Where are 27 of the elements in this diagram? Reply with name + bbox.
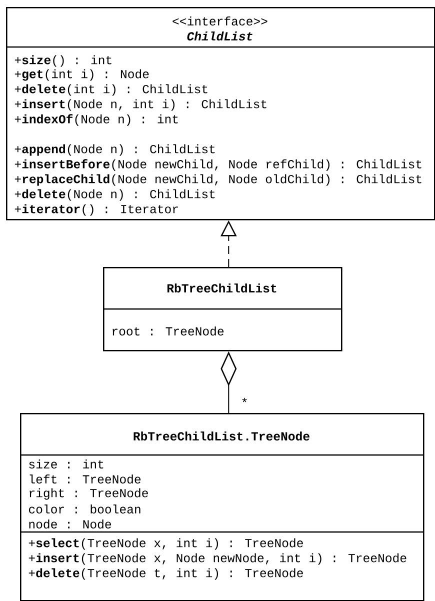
method-text: +indexOf(Node n) : int — [14, 114, 178, 126]
multiplicity-label: * — [238, 396, 250, 409]
method-text: +select(TreeNode x, int i) : TreeNode — [28, 538, 303, 550]
attribute-text: color : boolean — [28, 504, 140, 514]
method-text: +size() : int — [14, 55, 112, 67]
class-box — [103, 267, 342, 352]
method-text: +delete(Node n) : ChildList — [14, 189, 215, 201]
stereotype-label: <<interface>> — [172, 16, 268, 26]
class-name: RbTreeChildList.TreeNode — [134, 432, 310, 441]
class-name: RbTreeChildList — [167, 284, 276, 293]
method-text: +insert(Node n, int i) : ChildList — [14, 99, 266, 111]
method-text: +delete(int i) : ChildList — [14, 84, 208, 96]
method-text: +insert(TreeNode x, Node newNode, int i) : TreeNode — [28, 553, 406, 565]
method-text: +get(int i) : Node — [14, 69, 149, 81]
method-text: +delete(TreeNode t, int i) : TreeNode — [28, 568, 303, 580]
attribute-text: size : int — [29, 459, 104, 469]
class-box — [6, 7, 435, 220]
attribute-text: node : Node — [29, 519, 112, 529]
method-text: +replaceChild(Node newChild, Node oldChild) : ChildList — [14, 174, 422, 186]
class-box — [20, 413, 424, 601]
method-text: +append(Node n) : ChildList — [14, 144, 215, 156]
method-text: +insertBefore(Node newChild, Node refChild) : ChildList — [14, 159, 422, 171]
attribute-text: root : TreeNode — [112, 326, 224, 336]
class-name: ChildList — [187, 32, 252, 41]
attribute-text: right : TreeNode — [30, 488, 148, 500]
method-text: +iterator() : Iterator — [14, 204, 178, 216]
attribute-text: left : TreeNode — [30, 474, 141, 484]
